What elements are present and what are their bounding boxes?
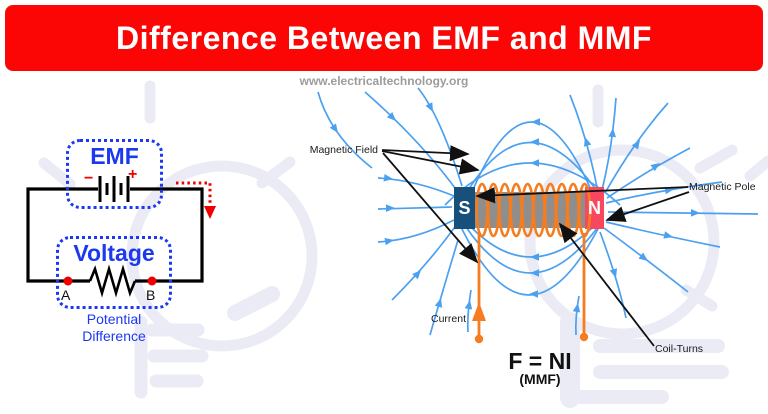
watermark-left-bulb [38, 80, 318, 399]
coil-leads [472, 233, 589, 344]
mmf-formula: F = NI [508, 348, 572, 374]
website-url: www.electricaltechnology.org [299, 74, 469, 88]
magnetic-pole-label: Magnetic Pole [689, 181, 756, 193]
terminal-b-dot [147, 276, 157, 286]
circuit-wire-left [26, 187, 98, 283]
magnetic-field-label: Magnetic Field [309, 144, 378, 156]
current-direction-arrow [472, 302, 486, 321]
south-pole-label: S [458, 197, 471, 218]
title-banner: Difference Between EMF and MMF [5, 5, 763, 71]
terminal-b-label: B [146, 287, 156, 303]
battery-plus-sign: + [128, 166, 138, 183]
field-arrowheads [329, 102, 700, 313]
battery-symbol [98, 176, 130, 202]
coil-turns-label: Coil-Turns [655, 343, 704, 355]
emf-circuit [26, 176, 216, 298]
watermark-right-bulb [524, 84, 768, 408]
voltage-label: Voltage [73, 240, 155, 266]
solenoid [454, 182, 604, 344]
circuit-wire-right [130, 187, 204, 283]
annotation-arrows [381, 145, 690, 347]
battery-minus-sign: − [84, 170, 94, 187]
emf-label: EMF [90, 143, 139, 169]
terminal-a-label: A [61, 287, 71, 303]
potential-difference-label: Potential Difference [50, 311, 178, 345]
voltage-dotted-box [56, 236, 172, 309]
north-pole-label: N [588, 197, 601, 218]
terminal-a-dot [63, 276, 73, 286]
potential-line2: Difference [82, 328, 146, 345]
mmf-formula-caption: (MMF) [519, 371, 561, 387]
resistor-symbol [88, 264, 137, 298]
potential-line1: Potential [86, 311, 142, 327]
emf-dotted-box [66, 139, 163, 209]
magnetic-field-lines [317, 87, 759, 336]
current-flow-arrow [176, 181, 216, 219]
current-label: Current [430, 313, 466, 325]
page-title: Difference Between EMF and MMF [116, 19, 652, 56]
south-pole-block [454, 187, 475, 229]
